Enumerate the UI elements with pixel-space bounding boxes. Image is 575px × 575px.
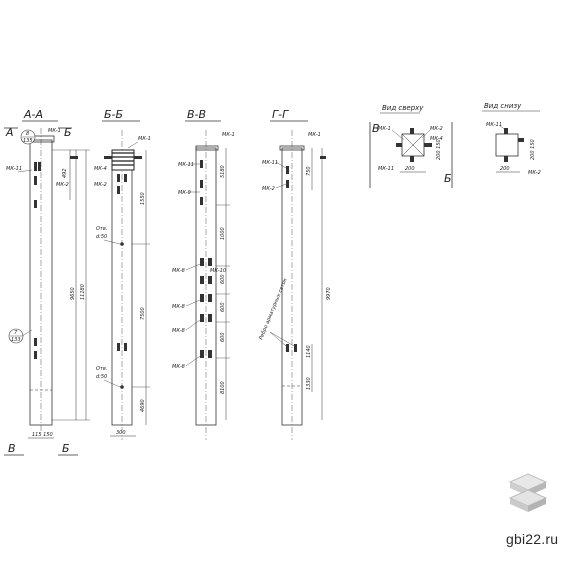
brand-site[interactable]: gbi22.ru	[506, 531, 559, 547]
dim-aa-mid: 9650	[70, 287, 76, 300]
note-bb-hole2: Отв.	[96, 366, 107, 372]
dim-vv-3: 600	[220, 274, 226, 284]
tag-top-mk1: МК-1	[378, 126, 391, 132]
dim-vv-4: 600	[220, 302, 226, 312]
note-bb-hole1: Отв.	[96, 226, 107, 232]
tag-vv-mk8c: МК-8	[172, 328, 185, 334]
tag-aa-mk11: МК-11	[6, 166, 22, 172]
marker-v-bottom: В	[8, 442, 16, 455]
tag-gg-mk1: МК-1	[308, 132, 321, 138]
tag-bb-mk2: МК-2	[94, 182, 107, 188]
column-gg: 750 9970 1140 1330 МК-1 МК-11 МК-2 Ребро…	[258, 130, 332, 440]
tag-vv-mk8a: МК-8	[172, 268, 185, 274]
stack-icon	[508, 473, 548, 512]
tag-gg-mk11: МК-11	[262, 160, 278, 166]
tag-top-mk4: МК-4	[430, 136, 443, 142]
note-bb-hole2-d: d:50	[96, 374, 107, 380]
dim-bb-mid: 7500	[140, 307, 146, 320]
dim-aa-base: 115 150	[32, 432, 53, 438]
dim-top-2: 200 150	[436, 139, 442, 160]
tag-aa-mk1: МК-1	[48, 128, 61, 134]
tag-bb-mk4: МК-4	[94, 166, 107, 172]
tag-vv-mk10: МК-10	[210, 268, 226, 274]
view-top-title: Вид сверху	[382, 104, 424, 112]
dim-aa-total: 11180	[80, 284, 86, 300]
tag-bottom-mk2: МК-2	[528, 170, 541, 176]
tag-top-mk2: МК-2	[430, 126, 443, 132]
tag-vv-mk8d: МК-8	[172, 364, 185, 370]
column-bb: 1550 7500 4690 300 МК-1 МК-4 МК-2 Отв. d…	[94, 130, 151, 440]
tag-vv-mk8b: МК-8	[172, 304, 185, 310]
tag-aa-mk2: МК-2	[56, 182, 69, 188]
tag-bb-mk1: МК-1	[138, 136, 151, 142]
dim-bb-base: 300	[116, 430, 126, 436]
dim-vv-2: 1000	[220, 227, 226, 240]
column-aa: 492 9650 11180 115 150 МК-1 МК-11 МК-2	[6, 128, 90, 439]
callout-mid-num: 7	[14, 330, 18, 336]
dim-gg-3: 1140	[306, 345, 312, 358]
view-top: Вид сверху В Б 200 200 150 МК-1 МК-2 МК-…	[369, 104, 453, 188]
dim-gg-2: 9970	[326, 287, 332, 300]
dim-vv-6: 8100	[220, 381, 226, 394]
section-title-aa: А-А	[23, 108, 43, 121]
view-top-marker-v: В	[372, 122, 380, 135]
marker-b-bottom: Б	[62, 442, 70, 455]
marker-a-left: А	[5, 126, 14, 139]
view-top-marker-b: Б	[444, 172, 452, 185]
dim-vv-1: 5180	[220, 165, 226, 178]
dim-vv-5: 600	[220, 332, 226, 342]
marker-b-right: Б	[64, 126, 72, 139]
dim-top-1: 200	[405, 166, 415, 172]
dim-aa-top: 492	[62, 168, 68, 178]
view-bottom: Вид снизу 200 200 150 МК-11 МК-2	[482, 102, 541, 176]
callout-mid-den: 133	[11, 337, 21, 343]
section-title-bb: Б-Б	[104, 108, 123, 121]
note-rebar: Ребро арматурных сеток	[258, 278, 288, 341]
dim-bb-low: 4690	[140, 399, 146, 412]
tag-gg-mk2: МК-2	[262, 186, 275, 192]
callout-top-num: 8	[26, 131, 29, 137]
callout-top-den: 135	[23, 138, 33, 144]
brand-logo	[508, 472, 548, 520]
dim-gg-1: 750	[306, 166, 312, 176]
tag-top-mk11: МК-11	[378, 166, 394, 172]
dim-bb-upper: 1550	[140, 192, 146, 205]
section-title-gg: Г-Г	[272, 108, 289, 121]
note-bb-hole1-d: d:50	[96, 234, 107, 240]
column-vv: 5180 1000 600 600 600 8100 МК-1 МК-11 МК…	[172, 130, 235, 440]
tag-vv-mk11: МК-11	[178, 162, 194, 168]
tag-vv-mk9: МК-9	[178, 190, 191, 196]
view-bottom-title: Вид снизу	[484, 102, 522, 110]
dim-bot-1: 200	[500, 166, 510, 172]
section-title-vv: В-В	[187, 108, 206, 121]
dim-bot-2: 200 150	[530, 139, 536, 160]
tag-vv-mk1: МК-1	[222, 132, 235, 138]
tag-bottom-mk11: МК-11	[486, 122, 502, 128]
dim-gg-4: 1330	[306, 377, 312, 390]
